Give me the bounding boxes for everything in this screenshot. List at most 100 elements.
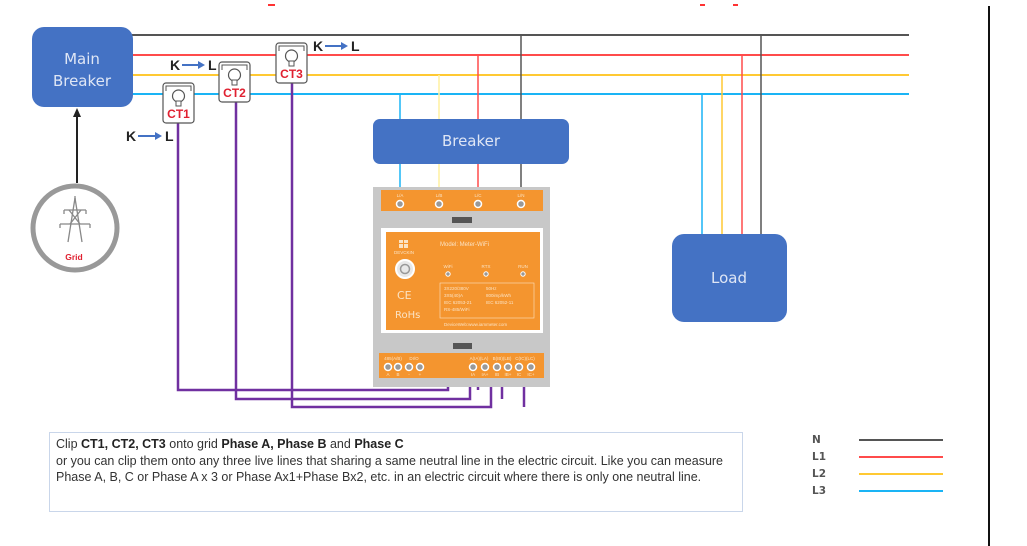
meter-slot-bottom	[453, 343, 472, 349]
arrow-right-icon	[341, 42, 348, 50]
legend-swatch-l2	[859, 472, 943, 475]
top-terminal-screw-icon	[395, 199, 405, 209]
ct2-wire	[234, 100, 472, 401]
meter-front-panel	[386, 232, 540, 330]
wire-legend: N L1 L2 L3	[812, 432, 943, 499]
note-phase-ab: Phase A, Phase B	[221, 437, 327, 451]
indicator-label: WiFi	[444, 264, 453, 269]
spec-text: 3X5(40)A	[444, 293, 463, 298]
spec-text: 800imp/kWh	[486, 293, 512, 298]
l-label: L	[165, 128, 174, 144]
bottom-group-label: A(IA)(LA)	[470, 356, 489, 361]
meter-button-icon[interactable]	[395, 259, 415, 279]
main-breaker-label-line1: Main	[64, 50, 100, 68]
arrow-right-icon	[198, 61, 205, 69]
arrow-up-icon	[73, 108, 81, 117]
l-label: L	[208, 57, 217, 73]
ct-clamp-3: CT3	[275, 42, 308, 84]
breaker: Breaker	[373, 119, 569, 164]
bottom-group-label: C(IC)(LC)	[515, 356, 535, 361]
meter-slot	[452, 217, 472, 223]
note-text: and	[326, 437, 355, 451]
meter-model: Model: Meter-WiFi	[440, 242, 489, 248]
k-label: K	[313, 38, 323, 54]
k-label: K	[170, 57, 180, 73]
bottom-pin-label: IB+	[505, 372, 512, 377]
bottom-terminal-screw-icon	[383, 362, 393, 372]
top-terminal-screw-icon	[434, 199, 444, 209]
ct3-direction: K L	[313, 38, 360, 54]
bottom-group-label: B(IB)(LB)	[493, 356, 512, 361]
legend-row: L3	[812, 482, 943, 499]
bottom-group-label: DI/O	[409, 356, 419, 361]
bottom-pin-label: -	[408, 372, 410, 377]
legend-label: N	[812, 434, 821, 447]
page-divider	[988, 6, 990, 546]
bottom-pin-label: +	[419, 372, 422, 377]
cropped-title-fragment	[268, 4, 275, 6]
breaker-feed-lines	[399, 35, 522, 120]
note-text: Clip	[56, 437, 82, 451]
bottom-terminal-screw-icon	[526, 362, 536, 372]
note-text: onto grid	[165, 437, 222, 451]
bottom-pin-label: IC+	[527, 372, 535, 377]
l-label: L	[351, 38, 360, 54]
main-breaker: Main Breaker	[32, 27, 133, 107]
bottom-terminal-screw-icon	[503, 362, 513, 372]
ct-label: CT1	[167, 107, 190, 121]
bottom-pin-label: A	[386, 372, 389, 377]
main-breaker-label-line2: Breaker	[53, 72, 112, 90]
rohs-mark: RoHs	[395, 310, 420, 321]
bottom-terminal-screw-icon	[393, 362, 403, 372]
note-ct-names: CT1, CT2, CT3	[81, 437, 166, 451]
ce-mark: CE	[397, 289, 412, 302]
top-terminal-screw-icon	[516, 199, 526, 209]
ct-label: CT3	[280, 67, 303, 81]
meter-brand: DEVCKIN	[394, 250, 414, 255]
top-terminal-label: L/C	[474, 193, 482, 198]
breaker-label: Breaker	[442, 132, 501, 150]
note-line1: Clip CT1, CT2, CT3 onto grid Phase A, Ph…	[56, 436, 736, 453]
ct3-wire	[290, 82, 493, 409]
k-label: K	[126, 128, 136, 144]
instruction-note: Clip CT1, CT2, CT3 onto grid Phase A, Ph…	[49, 432, 743, 512]
bottom-terminal-screw-icon	[480, 362, 490, 372]
bottom-terminal-screw-icon	[492, 362, 502, 372]
top-terminal-label: L/N	[517, 193, 524, 198]
load: Load	[672, 234, 787, 322]
cropped-title-fragment	[700, 4, 705, 6]
grid-label: Grid	[65, 252, 82, 262]
spec-text: RS-485/WiFi	[444, 307, 470, 312]
legend-row: N	[812, 432, 943, 449]
legend-label: L1	[812, 451, 826, 464]
ct-clamp-2: CT2	[218, 61, 251, 103]
arrow-right-icon	[155, 132, 162, 140]
top-terminal-label: L/A	[397, 193, 404, 198]
ct2-direction: K L	[170, 57, 217, 73]
legend-row: L2	[812, 466, 943, 483]
bottom-terminal-screw-icon	[404, 362, 414, 372]
indicator-label: RUN	[518, 264, 528, 269]
ct-clamp-1: CT1	[162, 82, 195, 124]
cropped-title-fragment	[733, 4, 738, 6]
bottom-pin-label: IB	[495, 372, 499, 377]
legend-swatch-l1	[859, 456, 943, 459]
load-feed-lines	[701, 35, 762, 236]
meter-brand-logo-icon	[399, 240, 408, 248]
spec-text: 3X220/380V	[444, 286, 469, 291]
ct-direction-labels: K L K L K L	[126, 38, 360, 144]
bottom-group-label: 485(A/B)	[384, 356, 402, 361]
meter-spec-box	[439, 282, 535, 319]
indicator-led-icon	[445, 271, 451, 277]
bottom-pin-label: IC	[517, 372, 522, 377]
bottom-terminal-screw-icon	[415, 362, 425, 372]
ct-label: CT2	[223, 86, 246, 100]
grid-feed-arrow	[73, 108, 81, 183]
legend-label: L2	[812, 467, 826, 480]
indicator-led-icon	[520, 271, 526, 277]
ct1-direction: K L	[126, 128, 174, 144]
spec-text: IEC 62053-21	[444, 300, 472, 305]
meter-top-terminal-strip	[381, 190, 543, 211]
note-phase-c: Phase C	[354, 437, 404, 451]
